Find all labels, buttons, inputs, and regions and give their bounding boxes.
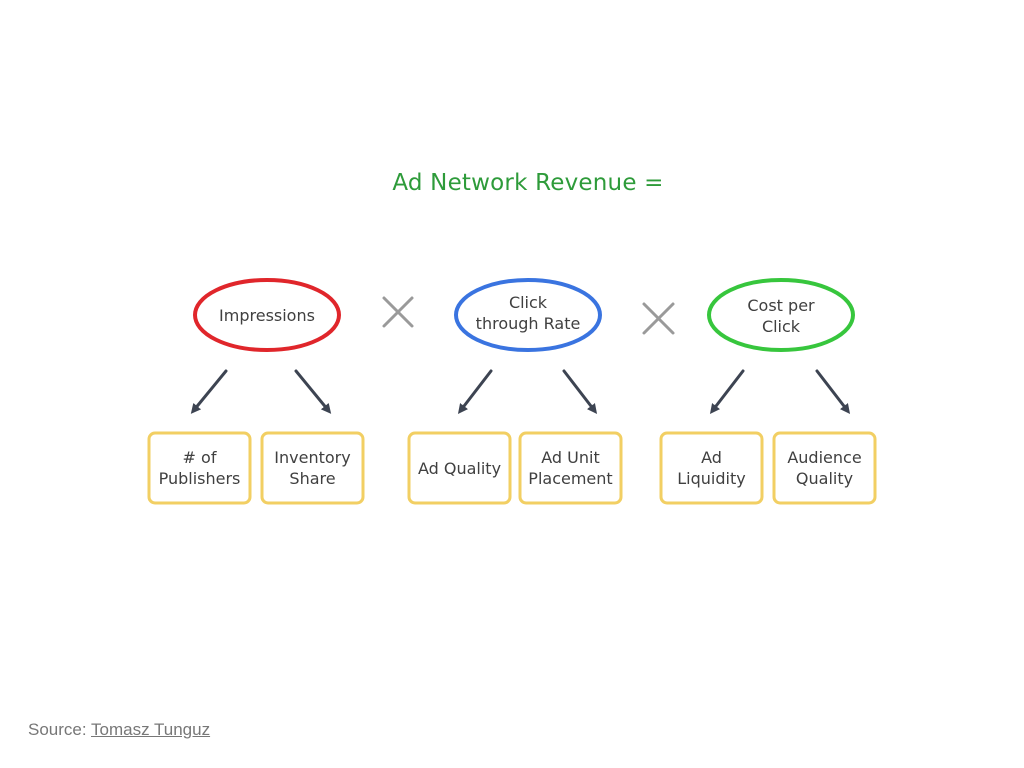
factor-label-click-through-rate: Click through Rate xyxy=(475,293,581,333)
factor-label-impressions: Impressions xyxy=(219,305,315,325)
cpc-ellipse xyxy=(707,278,855,352)
arrow-to-publishers xyxy=(190,369,228,414)
driver-box-ad-quality xyxy=(407,431,512,505)
driver-label-publishers: # of Publishers xyxy=(158,448,241,488)
driver-box-ad-liquidity xyxy=(659,431,764,505)
arrow-to-ad-quality xyxy=(457,369,493,414)
driver-label-ad-quality: Ad Quality xyxy=(417,458,502,478)
source-label: Source: xyxy=(28,720,87,739)
multiply-operator-2 xyxy=(642,302,675,335)
multiply-operator-1 xyxy=(382,296,414,328)
ctr-ellipse xyxy=(454,278,602,352)
driver-box-ad-unit-placement xyxy=(518,431,623,505)
driver-label-ad-unit-placement: Ad Unit Placement xyxy=(528,448,613,488)
driver-label-ad-liquidity: Ad Liquidity xyxy=(677,448,746,488)
driver-label-inventory-share: Inventory Share xyxy=(274,448,351,488)
diagram-title: Ad Network Revenue = xyxy=(392,170,664,196)
driver-box-audience-quality xyxy=(772,431,877,505)
driver-box-inventory-share xyxy=(260,431,365,505)
source-credit: Source: Tomasz Tunguz xyxy=(28,720,210,740)
impressions-ellipse xyxy=(193,278,341,352)
arrow-to-ad-liquidity xyxy=(709,369,745,414)
driver-label-audience-quality: Audience Quality xyxy=(787,448,862,488)
arrow-to-audience-quality xyxy=(815,369,851,414)
driver-box-publishers xyxy=(147,431,252,505)
source-link[interactable]: Tomasz Tunguz xyxy=(91,720,211,739)
arrow-to-ad-unit-placement xyxy=(562,369,598,414)
arrow-to-inventory-share xyxy=(294,369,332,414)
factor-label-cost-per-click: Cost per Click xyxy=(747,296,815,336)
